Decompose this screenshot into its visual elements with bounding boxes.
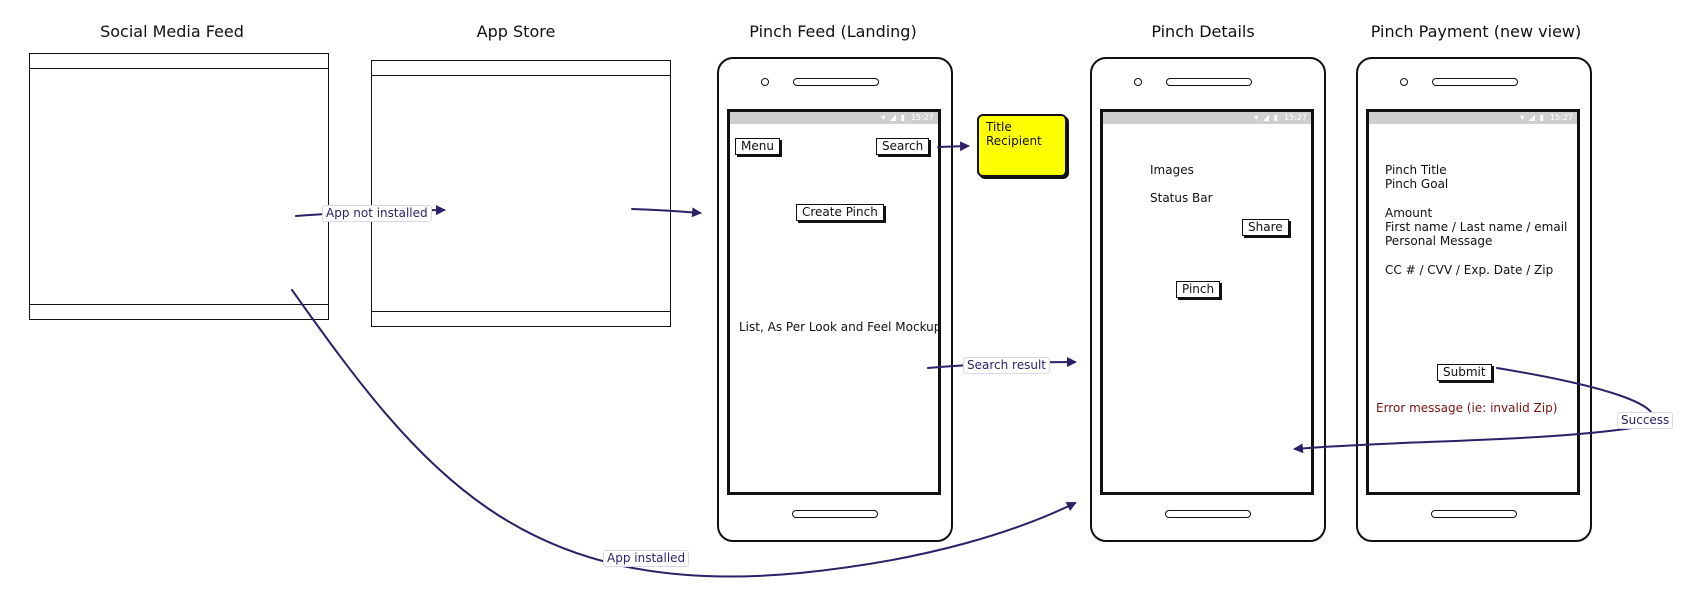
wifi-signal-battery-icon: ▾ ◢ ▮ [1520,113,1545,122]
submit-button[interactable]: Submit [1437,364,1492,381]
phone-screen: ▾ ◢ ▮ 15:27 [1366,109,1580,495]
camera-icon [1400,78,1408,86]
details-status-bar-label: Status Bar [1150,191,1213,205]
home-button-icon [792,510,878,518]
status-bar: ▾ ◢ ▮ 15:27 [730,112,938,124]
phone-pinch-feed: ▾ ◢ ▮ 15:27 [717,57,953,542]
speaker-icon [1432,78,1518,86]
home-button-icon [1431,510,1517,518]
payment-card-field: CC # / CVV / Exp. Date / Zip [1385,263,1554,277]
status-time: 15:27 [910,113,934,122]
create-pinch-button[interactable]: Create Pinch [796,204,884,221]
arrow-store-to-feed [631,207,702,218]
phone-screen: ▾ ◢ ▮ 15:27 [1100,109,1314,495]
pinch-button[interactable]: Pinch [1176,281,1221,298]
payment-message-field: Personal Message [1385,234,1493,248]
speaker-icon [1166,78,1252,86]
feed-list-placeholder: List, As Per Look and Feel Mockup [739,320,942,334]
payment-pinch-title-field: Pinch Title [1385,163,1447,177]
title-pinch-details: Pinch Details [1151,22,1255,41]
camera-icon [1134,78,1142,86]
wifi-signal-battery-icon: ▾ ◢ ▮ [1254,113,1279,122]
payment-error-message: Error message (ie: invalid Zip) [1376,401,1558,415]
search-button[interactable]: Search [876,138,930,155]
arrow-success [1293,367,1655,454]
arrow-app-installed [291,289,1077,578]
sticky-note: Title Recipient [977,114,1067,177]
share-button[interactable]: Share [1242,219,1289,236]
frame-top-bar [372,75,670,76]
edge-label-app-installed: App installed [603,550,690,567]
home-button-icon [1165,510,1251,518]
payment-amount-field: Amount [1385,206,1433,220]
frame-bottom-bar [372,311,670,312]
social-media-frame [29,53,329,320]
menu-button[interactable]: Menu [735,138,780,155]
wifi-signal-battery-icon: ▾ ◢ ▮ [881,113,906,122]
phone-pinch-payment: ▾ ◢ ▮ 15:27 [1356,57,1592,542]
payment-pinch-goal-field: Pinch Goal [1385,177,1449,191]
payment-name-email-field: First name / Last name / email [1385,220,1568,234]
edge-label-success: Success [1617,412,1674,429]
frame-bottom-bar [30,304,328,305]
camera-icon [761,78,769,86]
frame-top-bar [30,68,328,69]
arrow-search-to-sticky [937,141,970,152]
title-app-store: App Store [476,22,556,41]
status-time: 15:27 [1549,113,1573,122]
status-time: 15:27 [1283,113,1307,122]
title-social-media-feed: Social Media Feed [100,22,244,41]
edge-label-search-result: Search result [963,357,1050,374]
app-store-frame [371,60,671,327]
speaker-icon [793,78,879,86]
title-pinch-payment: Pinch Payment (new view) [1370,22,1582,41]
edge-label-app-not-installed: App not installed [322,205,432,222]
sticky-note-line: Recipient [986,134,1042,148]
title-pinch-feed: Pinch Feed (Landing) [749,22,917,41]
sticky-note-line: Title [986,120,1012,134]
status-bar: ▾ ◢ ▮ 15:27 [1103,112,1311,124]
phone-pinch-details: ▾ ◢ ▮ 15:27 [1090,57,1326,542]
status-bar: ▾ ◢ ▮ 15:27 [1369,112,1577,124]
phone-screen: ▾ ◢ ▮ 15:27 [727,109,941,495]
details-images-label: Images [1150,163,1194,177]
